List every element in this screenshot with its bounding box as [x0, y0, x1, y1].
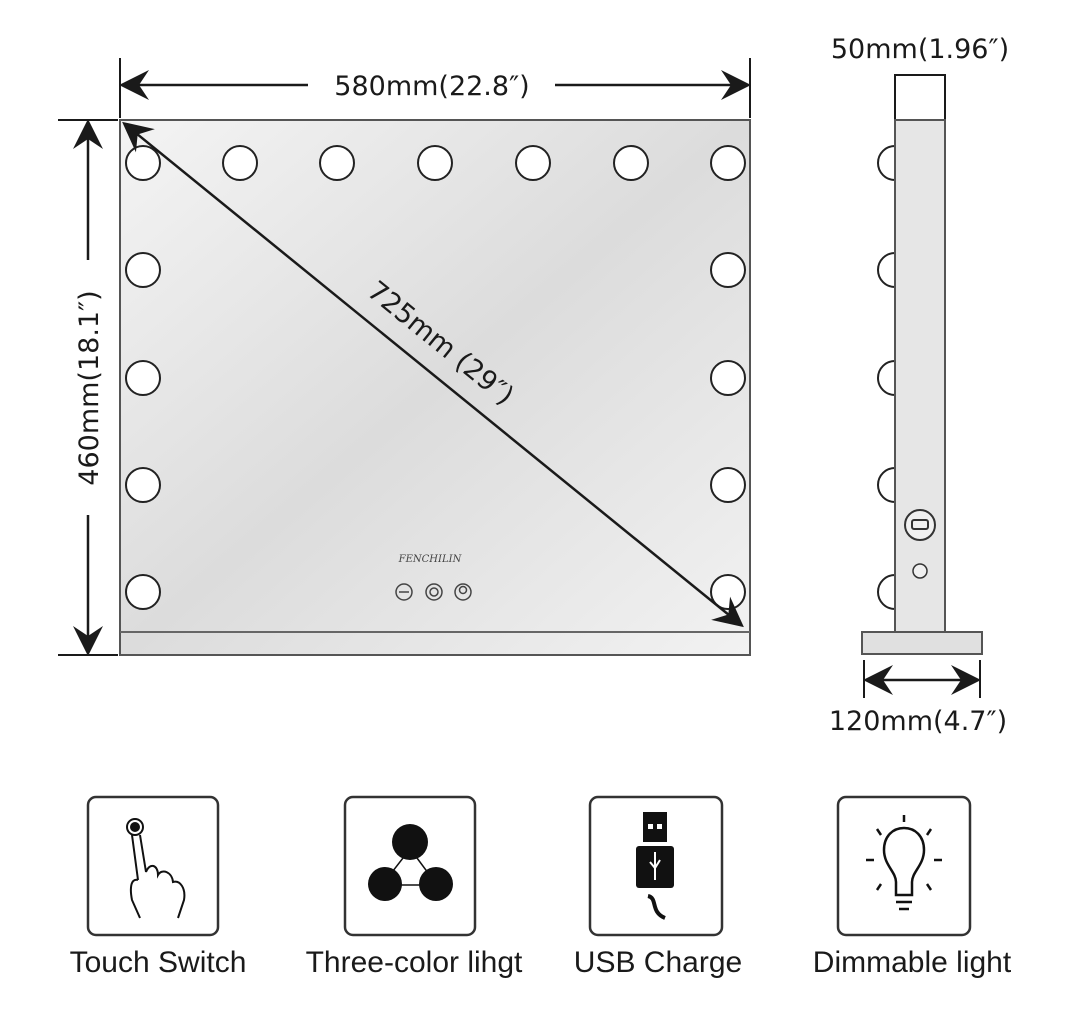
bulb	[125, 252, 161, 288]
usb-port-icon	[904, 509, 936, 541]
bulb	[515, 145, 551, 181]
three-circles-icon	[368, 824, 453, 901]
bulb	[710, 252, 746, 288]
feature-label: Dimmable light	[813, 946, 1012, 979]
width-label: 580mm(22.8″)	[334, 71, 529, 102]
touch-buttons	[395, 583, 472, 601]
bulb	[125, 360, 161, 396]
height-label: 460mm(18.1″)	[74, 290, 105, 485]
bulb	[710, 360, 746, 396]
feature-label: Touch Switch	[70, 946, 247, 979]
width-dimension: 580mm(22.8″)	[119, 58, 751, 118]
touch-finger-icon	[126, 818, 186, 919]
bulb	[710, 145, 746, 181]
feature-label: Three-color lihgt	[306, 946, 523, 979]
depth-top-label: 50mm(1.96″)	[831, 34, 1009, 65]
diagonal-arrow	[122, 121, 744, 628]
bulb	[319, 145, 355, 181]
brand-logo: FENCHILIN	[398, 554, 463, 565]
bulb	[125, 467, 161, 503]
power-button-icon	[912, 563, 928, 579]
mirror-side-view: 50mm(1.96″) 120mm(4.7″)	[829, 34, 1009, 737]
feature-label: USB Charge	[574, 946, 742, 979]
bulb	[417, 145, 453, 181]
bulb	[222, 145, 258, 181]
base-depth-label: 120mm(4.7″)	[829, 706, 1007, 737]
feature-touch-switch: Touch Switch	[70, 795, 247, 979]
feature-usb-charge: USB Charge	[574, 795, 742, 979]
usb-plug-icon	[636, 812, 674, 920]
light-bulb-icon	[866, 815, 942, 911]
bulb	[613, 145, 649, 181]
bulb	[125, 574, 161, 610]
feature-dimmable-light: Dimmable light	[813, 795, 1012, 979]
bulb	[710, 467, 746, 503]
bulb	[125, 145, 161, 181]
feature-three-color: Three-color lihgt	[306, 795, 523, 979]
height-dimension: 460mm(18.1″)	[58, 119, 118, 656]
mirror-front-view: 725mm (29″) FENCHILIN	[119, 119, 751, 656]
